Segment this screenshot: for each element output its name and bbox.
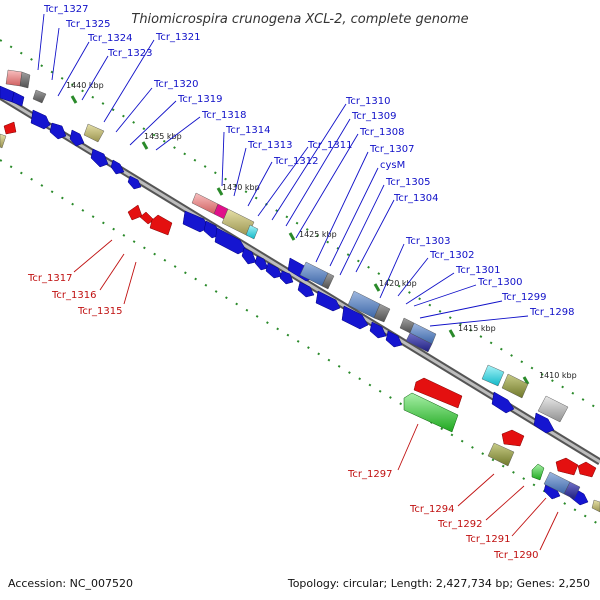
gene-label[interactable]: Tcr_1317	[27, 273, 72, 284]
gene-arrow-reverse[interactable]	[3, 121, 17, 135]
gene-label[interactable]: Tcr_1313	[247, 140, 292, 151]
gene-arrow-reverse[interactable]	[127, 204, 143, 221]
gene-label[interactable]: Tcr_1304	[393, 193, 438, 204]
gene-label[interactable]: cysM	[380, 160, 405, 171]
gene-box[interactable]	[591, 499, 600, 513]
map-title: Thiomicrospira crunogena XCL-2, complete…	[131, 12, 468, 27]
gene-label[interactable]: Tcr_1319	[177, 94, 222, 105]
gene-arrow-reverse[interactable]	[501, 429, 525, 447]
kbp-label: 1440 kbp	[66, 81, 104, 90]
gene-label[interactable]: Tcr_1307	[369, 144, 414, 155]
gene-arrow-forward[interactable]	[241, 247, 257, 265]
top-leader-lines	[37, 13, 529, 327]
gene-arrow-forward[interactable]	[90, 148, 109, 168]
gene-box[interactable]	[245, 224, 259, 240]
gene-label[interactable]: Tcr_1323	[107, 48, 152, 59]
topology-text: Topology: circular; Length: 2,427,734 bp…	[287, 577, 590, 590]
gene-box[interactable]	[373, 303, 391, 323]
gene-label[interactable]: Tcr_1315	[77, 306, 122, 317]
gene-arrow-reverse[interactable]	[531, 463, 545, 481]
kbp-label: 1415 kbp	[458, 324, 496, 333]
gene-box[interactable]	[405, 332, 433, 353]
gene-arrow-reverse[interactable]	[403, 392, 459, 433]
gene-arrow-forward[interactable]	[30, 109, 51, 130]
gene-arrow-forward[interactable]	[533, 412, 555, 434]
gene-arrow-reverse[interactable]	[149, 214, 173, 236]
gene-arrow-forward[interactable]	[214, 227, 247, 255]
gene-box[interactable]	[563, 481, 581, 500]
gene-arrow-forward[interactable]	[110, 159, 125, 175]
gene-label[interactable]: Tcr_1320	[153, 79, 198, 90]
gene-arrow-forward[interactable]	[279, 270, 294, 285]
gene-label[interactable]: Tcr_1291	[465, 534, 510, 545]
gene-arrow-reverse[interactable]	[413, 377, 463, 409]
gene-arrow-forward[interactable]	[127, 175, 142, 190]
kbp-label: 1425 kbp	[299, 230, 337, 239]
gene-label[interactable]: Tcr_1292	[437, 519, 482, 530]
gene-arrow-forward[interactable]	[297, 281, 315, 298]
gene-arrow-forward[interactable]	[11, 91, 25, 107]
gene-arrow-forward[interactable]	[385, 330, 403, 348]
gene-box[interactable]	[481, 364, 505, 387]
gene-label[interactable]: Tcr_1298	[529, 307, 574, 318]
gene-arrow-forward[interactable]	[341, 305, 369, 330]
kbp-label: 1420 kbp	[379, 279, 417, 288]
gene-label[interactable]: Tcr_1301	[455, 265, 500, 276]
gene-label[interactable]: Tcr_1310	[345, 96, 390, 107]
gene-arrow-forward[interactable]	[315, 290, 341, 312]
gene-box[interactable]	[321, 272, 335, 290]
gene-arrow-forward[interactable]	[49, 122, 67, 140]
gene-label[interactable]: Tcr_1303	[405, 236, 450, 247]
accession-text: Accession: NC_007520	[8, 577, 134, 590]
gene-label[interactable]: Tcr_1294	[409, 504, 454, 515]
reverse-genes	[3, 121, 597, 478]
gene-arrow-forward[interactable]	[369, 321, 387, 339]
gene-label[interactable]: Tcr_1318	[201, 110, 246, 121]
gene-box[interactable]	[19, 71, 31, 89]
gene-label[interactable]: Tcr_1300	[477, 277, 522, 288]
gene-arrow-reverse[interactable]	[577, 461, 597, 478]
gene-label[interactable]: Tcr_1325	[65, 19, 110, 30]
gene-label[interactable]: Tcr_1290	[493, 550, 538, 561]
green-gene	[403, 392, 545, 481]
scale-marks	[70, 95, 530, 385]
gene-label[interactable]: Tcr_1311	[307, 140, 352, 151]
gene-arrow-reverse[interactable]	[555, 457, 579, 476]
kbp-label: 1430 kbp	[222, 183, 260, 192]
gene-box[interactable]	[5, 69, 23, 87]
gene-box[interactable]	[191, 192, 219, 215]
gene-label[interactable]: Tcr_1302	[429, 250, 474, 261]
gene-label[interactable]: Tcr_1324	[87, 33, 132, 44]
gene-box[interactable]	[487, 442, 515, 467]
feature-boxes	[0, 69, 600, 513]
gene-box[interactable]	[32, 89, 47, 104]
gene-label[interactable]: Tcr_1299	[501, 292, 546, 303]
gene-arrow-forward[interactable]	[491, 391, 515, 414]
gene-label[interactable]: Tcr_1312	[273, 156, 318, 167]
gene-box[interactable]	[537, 395, 569, 423]
gene-label[interactable]: Tcr_1297	[347, 469, 392, 480]
gene-box[interactable]	[83, 123, 105, 143]
gene-label[interactable]: Tcr_1316	[51, 290, 96, 301]
forward-genes	[0, 85, 589, 506]
gene-arrow-forward[interactable]	[265, 262, 283, 279]
bottom-leader-lines	[73, 239, 559, 551]
gene-arrow-forward[interactable]	[254, 255, 269, 271]
gene-box[interactable]	[0, 133, 7, 149]
gene-label[interactable]: Tcr_1327	[43, 4, 88, 15]
gene-box[interactable]	[501, 373, 529, 399]
kbp-label: 1435 kbp	[144, 132, 182, 141]
gene-label[interactable]: Tcr_1305	[385, 177, 430, 188]
gene-label[interactable]: Tcr_1308	[359, 127, 404, 138]
gene-label[interactable]: Tcr_1314	[225, 125, 270, 136]
kbp-label: 1410 kbp	[539, 371, 577, 380]
gene-label[interactable]: Tcr_1321	[155, 32, 200, 43]
gene-label[interactable]: Tcr_1309	[351, 111, 396, 122]
gene-arrow-forward[interactable]	[69, 129, 85, 147]
